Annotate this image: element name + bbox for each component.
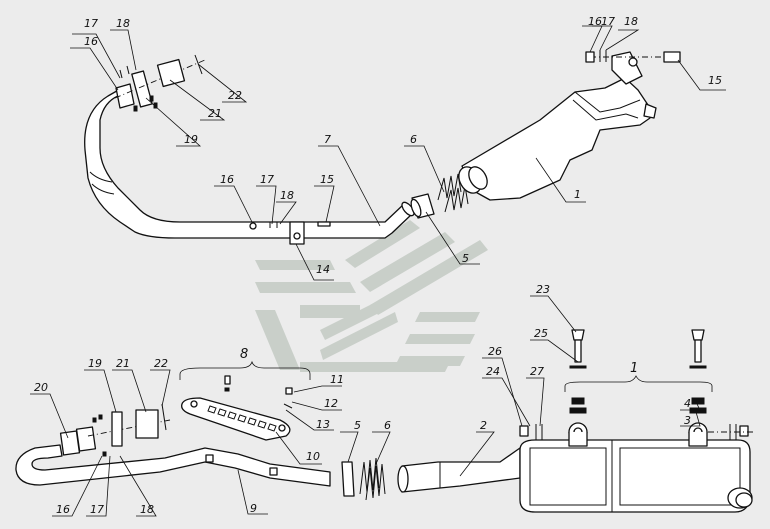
callout-18: 18 bbox=[624, 15, 638, 28]
leader-lines bbox=[30, 25, 726, 517]
callout-8: 8 bbox=[240, 347, 248, 362]
callout-5: 5 bbox=[462, 252, 469, 265]
callout-15: 15 bbox=[708, 74, 722, 87]
callout-9: 9 bbox=[250, 502, 257, 515]
callout-16: 16 bbox=[84, 35, 98, 48]
callout-19: 19 bbox=[184, 133, 198, 146]
callout-16: 16 bbox=[588, 15, 602, 28]
callout-17: 17 bbox=[90, 503, 104, 516]
callout-7: 7 bbox=[324, 133, 331, 146]
connecting-pipe-bottom bbox=[397, 447, 521, 493]
callout-11: 11 bbox=[330, 373, 344, 386]
header-pipe-top bbox=[84, 83, 415, 239]
callout-26: 26 bbox=[488, 345, 502, 358]
callout-1: 1 bbox=[630, 361, 638, 376]
header-pipe-bottom bbox=[15, 426, 331, 487]
callout-2: 2 bbox=[480, 419, 487, 432]
spring-clamp-bottom bbox=[341, 457, 386, 501]
heat-shield-plate bbox=[181, 375, 293, 441]
callout-18: 18 bbox=[140, 503, 154, 516]
callout-18: 18 bbox=[280, 189, 294, 202]
callout-22: 22 bbox=[228, 89, 242, 102]
callout-1: 1 bbox=[574, 188, 581, 201]
callout-15: 15 bbox=[320, 173, 334, 186]
callout-19: 19 bbox=[88, 357, 102, 370]
callout-23: 23 bbox=[536, 283, 550, 296]
muffler-bottom bbox=[519, 422, 755, 513]
callout-10: 10 bbox=[306, 450, 320, 463]
flange-clamp-top bbox=[114, 54, 206, 112]
callout-6: 6 bbox=[384, 419, 391, 432]
group-bracket-8 bbox=[179, 360, 311, 380]
callout-labels: 17 18 16 22 21 19 7 6 16 17 18 15 14 5 1… bbox=[34, 15, 722, 516]
callout-18: 18 bbox=[116, 17, 130, 30]
callout-16: 16 bbox=[220, 173, 234, 186]
callout-24: 24 bbox=[486, 365, 500, 378]
callout-5: 5 bbox=[354, 419, 361, 432]
flange-clamp-bottom bbox=[87, 403, 171, 457]
callout-20: 20 bbox=[34, 381, 48, 394]
callout-21: 21 bbox=[116, 357, 130, 370]
callout-22: 22 bbox=[154, 357, 168, 370]
callout-6: 6 bbox=[410, 133, 417, 146]
logo-watermark bbox=[255, 220, 488, 372]
callout-17: 17 bbox=[601, 15, 615, 28]
spring-clamp-top bbox=[410, 173, 469, 219]
mount-bolts bbox=[569, 329, 707, 414]
pipe-bracket bbox=[249, 221, 331, 245]
callout-17: 17 bbox=[260, 173, 274, 186]
callout-13: 13 bbox=[316, 418, 330, 431]
callout-21: 21 bbox=[208, 107, 222, 120]
callout-4: 4 bbox=[684, 397, 691, 410]
callout-17: 17 bbox=[84, 17, 98, 30]
callout-14: 14 bbox=[316, 263, 330, 276]
group-bracket-1 bbox=[564, 375, 713, 392]
callout-27: 27 bbox=[530, 365, 544, 378]
muffler-top bbox=[458, 50, 681, 201]
callout-12: 12 bbox=[324, 397, 338, 410]
callout-3: 3 bbox=[684, 414, 691, 427]
callout-16: 16 bbox=[56, 503, 70, 516]
callout-25: 25 bbox=[534, 327, 548, 340]
